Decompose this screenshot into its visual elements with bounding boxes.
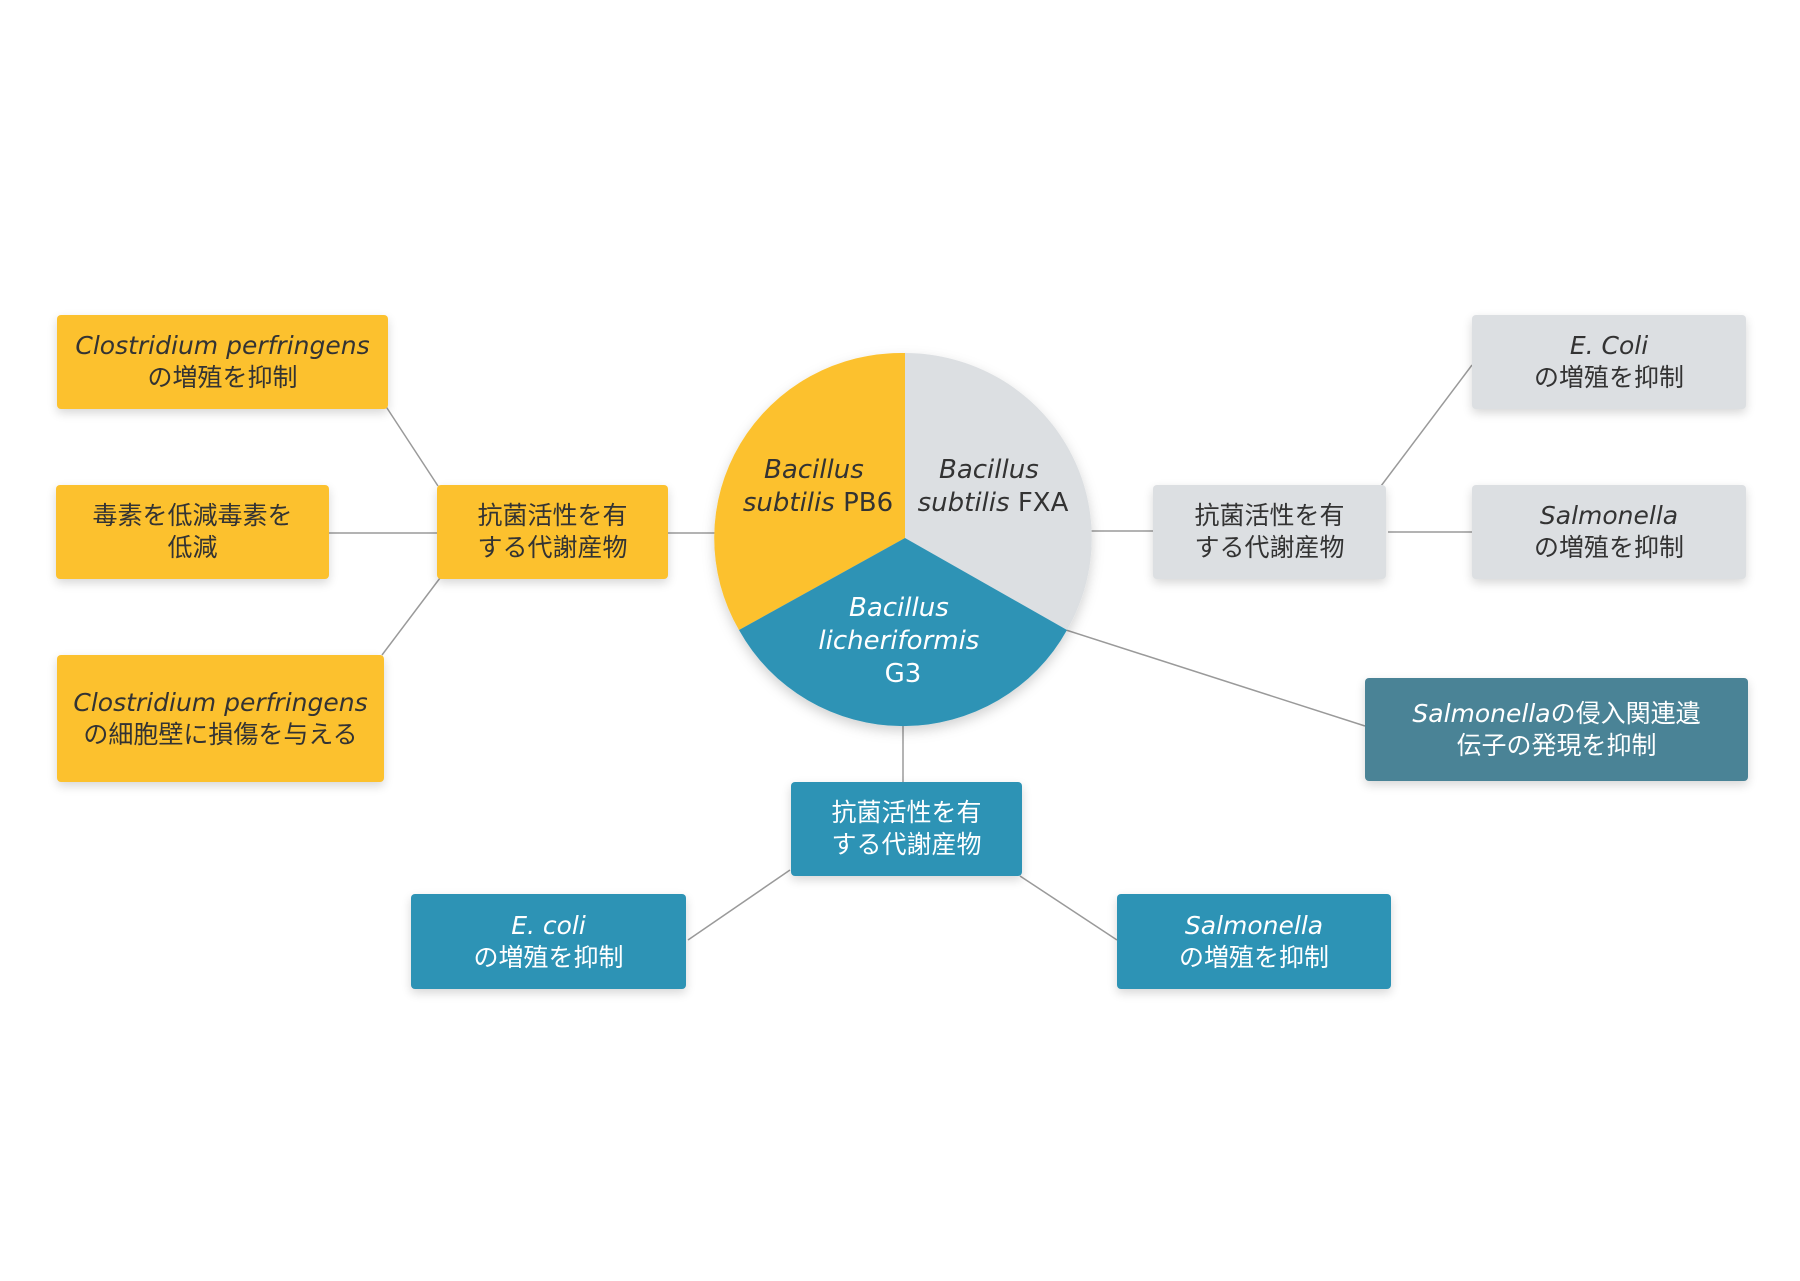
left-box1-organism: Clostridium perfringens: [75, 331, 370, 360]
right-box2-organism: Salmonella: [1539, 501, 1679, 530]
pie-segment-fxa: [905, 353, 1092, 630]
bottom-box-salmonella: Salmonella の増殖を抑制: [1117, 894, 1391, 989]
bottom-box2-text: の増殖を抑制: [1178, 942, 1329, 972]
pie-label-g3: Bacillus licheriformis G3: [818, 593, 987, 689]
right-box3-organism: Salmonella: [1412, 698, 1551, 728]
left-box2-line2: 低減: [167, 533, 218, 562]
left-box-cp-growth: Clostridium perfringens の増殖を抑制: [57, 315, 388, 409]
pie-label-pb6: Bacillus subtilis PB6: [743, 455, 893, 518]
pie-segment-g3: [739, 538, 1067, 727]
left-hub-metabolites: 抗菌活性を有 する代謝産物: [437, 485, 668, 579]
connector-right-box3: [1065, 629, 1366, 727]
left-box3-text: の細胞壁に損傷を与える: [83, 719, 358, 749]
left-hub-line2: する代謝産物: [477, 533, 628, 562]
left-box-cp-cellwall: Clostridium perfringens の細胞壁に損傷を与える: [57, 655, 384, 782]
right-box3-line2: 伝子の発現を抑制: [1456, 730, 1657, 760]
left-box3-organism: Clostridium perfringens: [73, 687, 368, 717]
right-box-ecoli: E. Coli の増殖を抑制: [1472, 315, 1746, 409]
left-box2-line1: 毒素を低減毒素を: [92, 501, 293, 530]
bottom-hub-line1: 抗菌活性を有: [831, 798, 982, 827]
pie-label-fxa: Bacillus subtilis FXA: [918, 455, 1069, 518]
connector-bottom-box1: [687, 869, 791, 941]
connector-left-box1: [384, 404, 439, 487]
right-box-salmonella-invasion: Salmonellaの侵入関連遺 伝子の発現を抑制: [1365, 678, 1748, 781]
right-hub-line2: する代謝産物: [1194, 533, 1345, 562]
connector-right-box1: [1380, 364, 1473, 487]
bottom-box-ecoli: E. coli の増殖を抑制: [411, 894, 686, 989]
right-box-salmonella: Salmonella の増殖を抑制: [1472, 485, 1746, 579]
right-hub-line1: 抗菌活性を有: [1194, 501, 1345, 530]
bottom-hub-metabolites: 抗菌活性を有 する代謝産物: [791, 782, 1022, 876]
pie-segment-pb6: [714, 352, 905, 630]
left-box-toxin: 毒素を低減毒素を 低減: [56, 485, 329, 579]
right-box1-organism: E. Coli: [1569, 331, 1649, 360]
right-box1-text: の増殖を抑制: [1533, 363, 1684, 392]
bottom-box1-organism: E. coli: [511, 910, 586, 940]
connector-bottom-box2: [1019, 875, 1118, 941]
left-hub-line1: 抗菌活性を有: [477, 501, 628, 530]
right-box3-line1: Salmonellaの侵入関連遺: [1412, 698, 1700, 730]
pie-chart: [714, 352, 1092, 727]
connector-left-box3: [381, 577, 441, 656]
bottom-box2-organism: Salmonella: [1184, 910, 1324, 940]
bottom-hub-line2: する代謝産物: [831, 830, 982, 859]
right-box3-rest: の侵入関連遺: [1550, 698, 1701, 728]
right-hub-metabolites: 抗菌活性を有 する代謝産物: [1153, 485, 1386, 579]
connectors: [328, 364, 1473, 941]
bottom-box1-text: の増殖を抑制: [473, 942, 624, 972]
right-box2-text: の増殖を抑制: [1533, 533, 1684, 562]
left-box1-text: の増殖を抑制: [147, 363, 298, 392]
